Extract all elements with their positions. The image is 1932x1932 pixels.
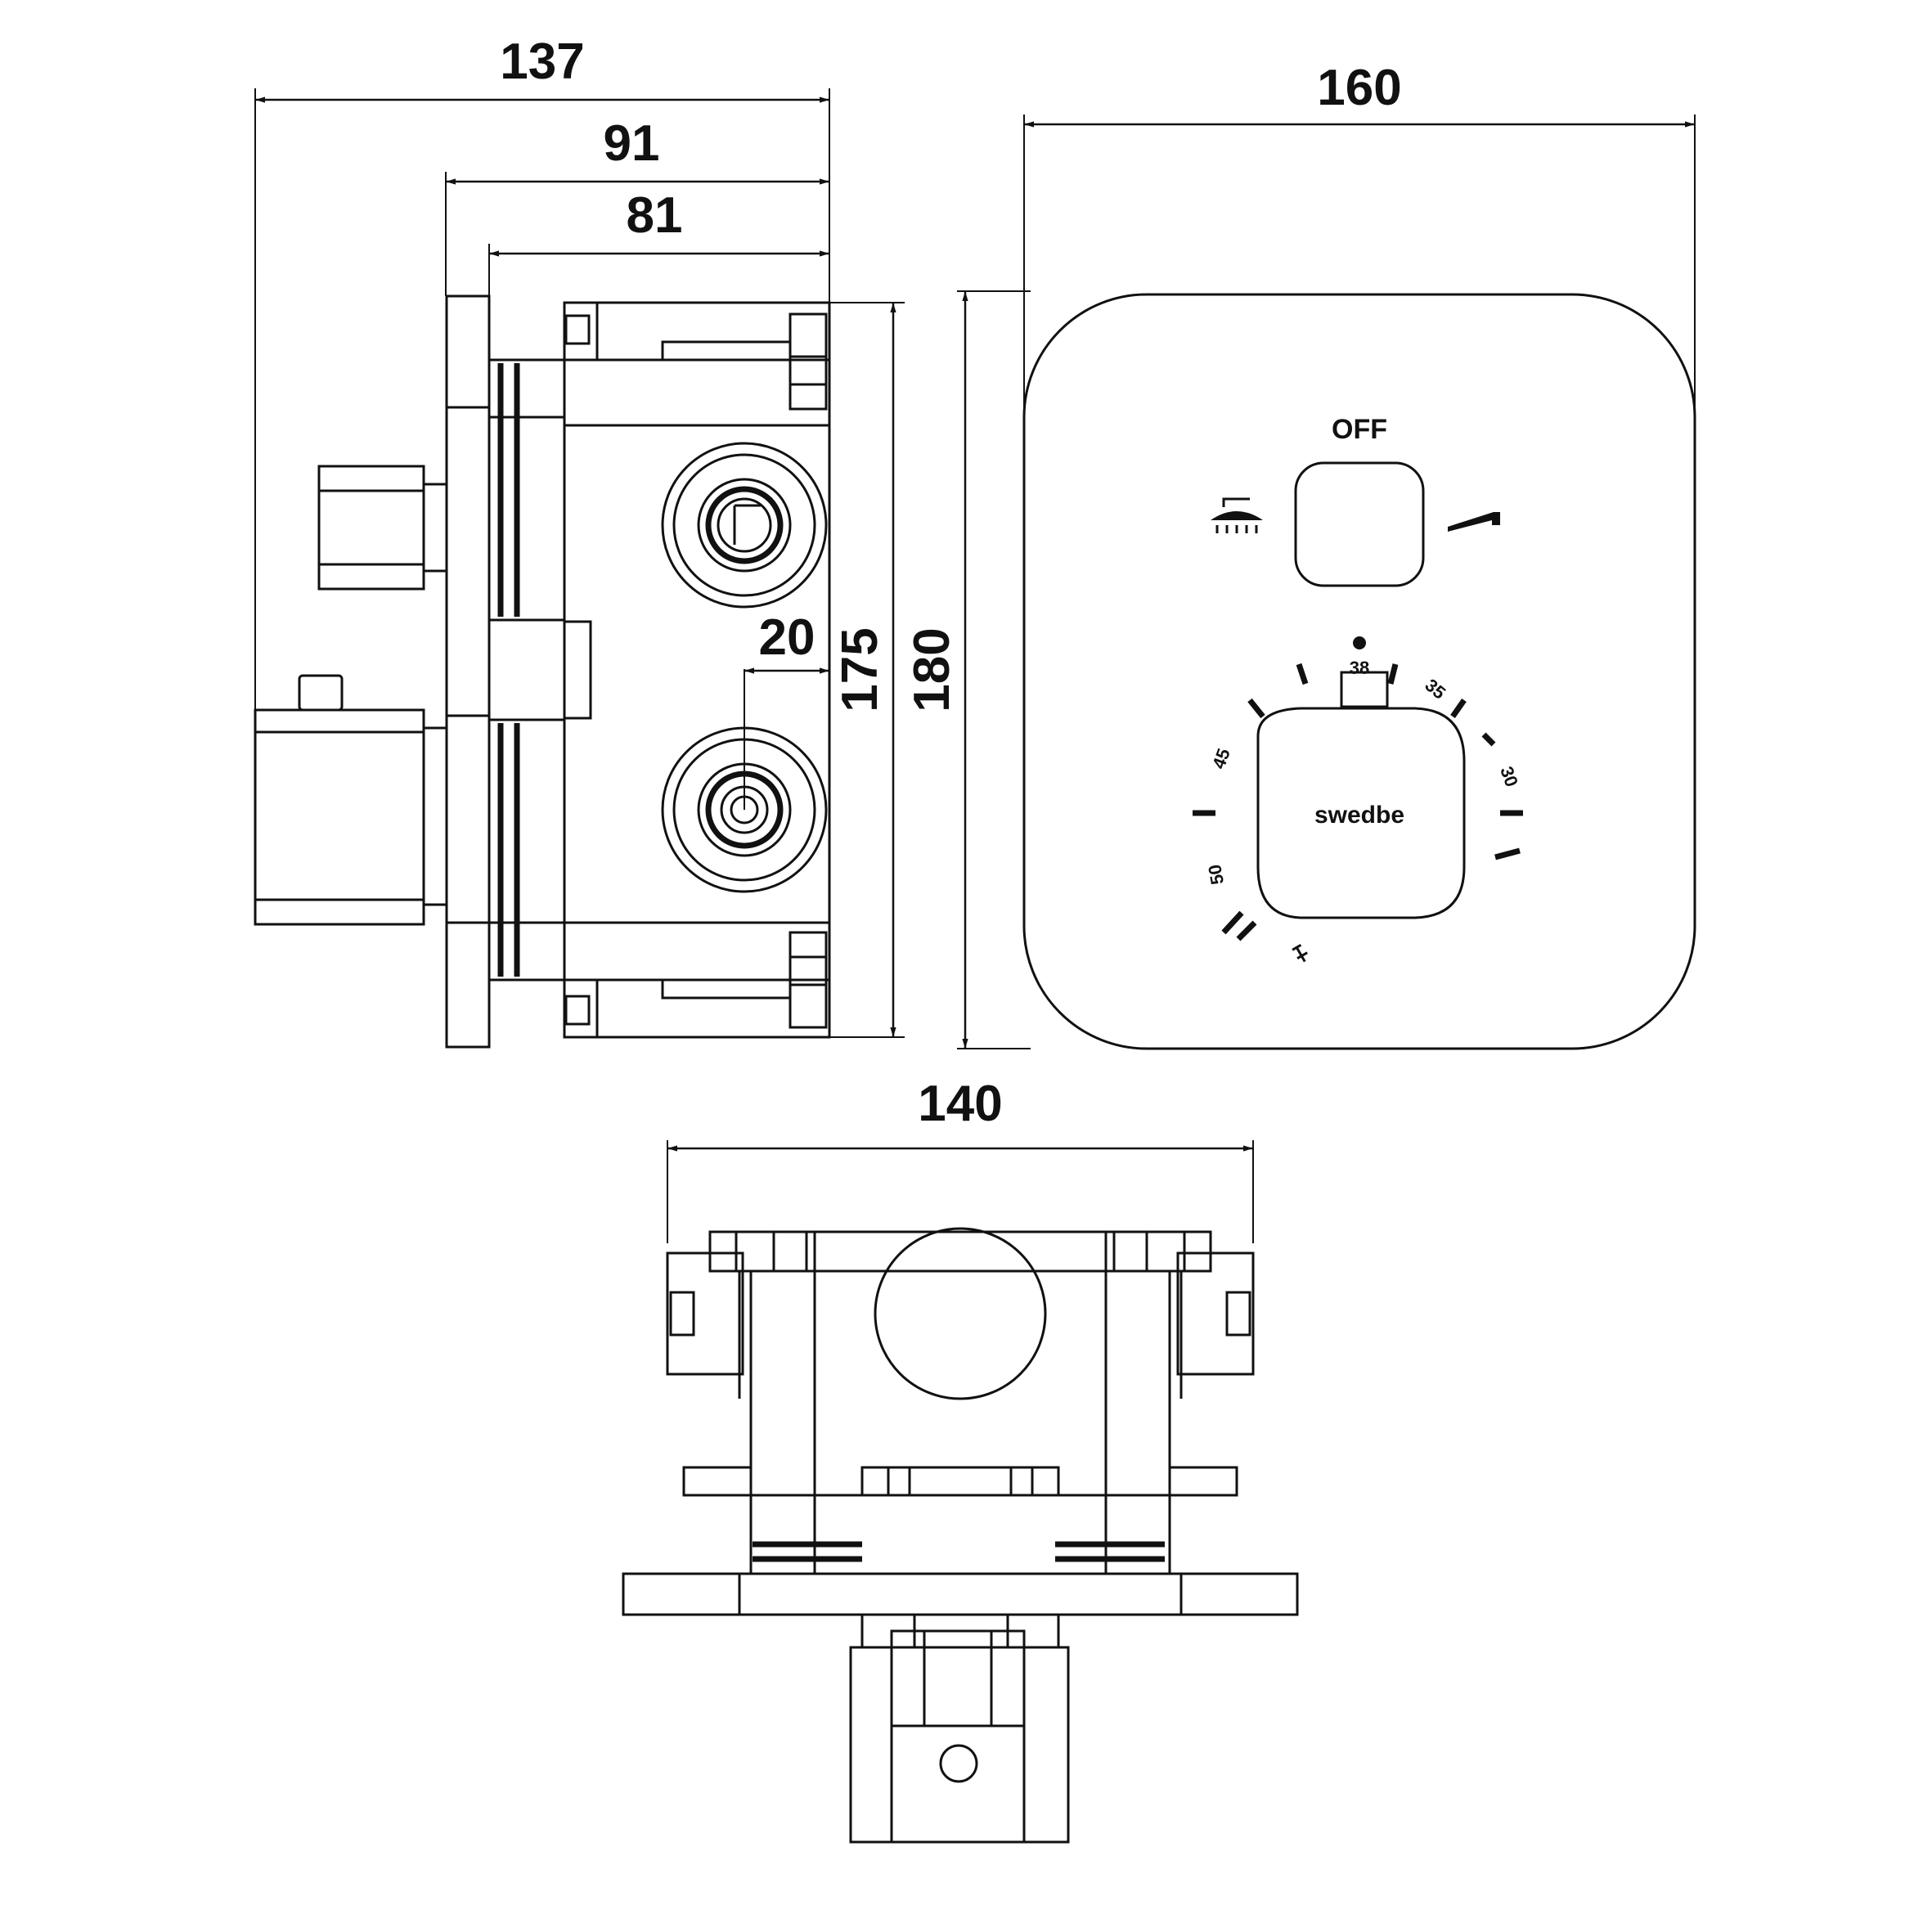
valve-body-top: [666, 1227, 1255, 1574]
dimension-91: 91: [445, 115, 829, 296]
shower-head-icon: [1211, 497, 1263, 533]
dimension-81-label: 81: [627, 187, 683, 244]
side-view: 137 91 81: [254, 34, 1031, 1049]
brand-label: swedbe: [1314, 802, 1404, 829]
scale-label-35: 35: [1421, 675, 1449, 703]
scale-label-30: 30: [1496, 764, 1522, 790]
off-label: OFF: [1332, 414, 1387, 445]
spout-icon: [1448, 512, 1500, 532]
dimension-140: 140: [667, 1076, 1254, 1243]
seal-bands: [487, 358, 566, 982]
dimension-20-label: 20: [759, 609, 815, 666]
mounting-plate: [445, 294, 491, 1049]
mounting-plate-top: [622, 1572, 1299, 1616]
temperature-ticks: [1193, 663, 1523, 941]
dimension-175-label: 175: [832, 627, 888, 712]
valve-body-side: [563, 301, 831, 1039]
thermostat-spindle-side: [254, 674, 448, 926]
thermostat-dial[interactable]: swedbe: [1256, 671, 1466, 919]
cold-mark-icon: [1292, 944, 1308, 963]
dimension-175: 175: [829, 302, 905, 1038]
dimension-160: 160: [1023, 60, 1696, 409]
dimension-140-label: 140: [918, 1076, 1002, 1132]
temperature-scale-labels: 38 35 30 45 50: [1204, 658, 1522, 887]
top-view: 140: [622, 1076, 1299, 1844]
dimension-91-label: 91: [604, 115, 660, 172]
dimension-81: 81: [488, 187, 829, 360]
front-view: 160 OFF swedbe: [1022, 60, 1696, 1050]
cover-plate: [1022, 293, 1696, 1050]
scale-label-50: 50: [1204, 863, 1228, 886]
dimension-137-label: 137: [500, 34, 584, 90]
dimension-20: 20: [744, 609, 829, 810]
scale-dot: [1353, 636, 1366, 649]
dimension-180: 180: [904, 290, 1031, 1049]
scale-label-38: 38: [1350, 658, 1369, 678]
outlet-top: [661, 442, 828, 609]
diverter-button[interactable]: [1294, 461, 1425, 587]
thermostat-spindle-top: [849, 1613, 1070, 1844]
diverter-spindle-side: [317, 465, 448, 591]
scale-label-45: 45: [1208, 746, 1234, 772]
dimension-180-label: 180: [904, 627, 960, 712]
dimension-160-label: 160: [1317, 60, 1401, 116]
